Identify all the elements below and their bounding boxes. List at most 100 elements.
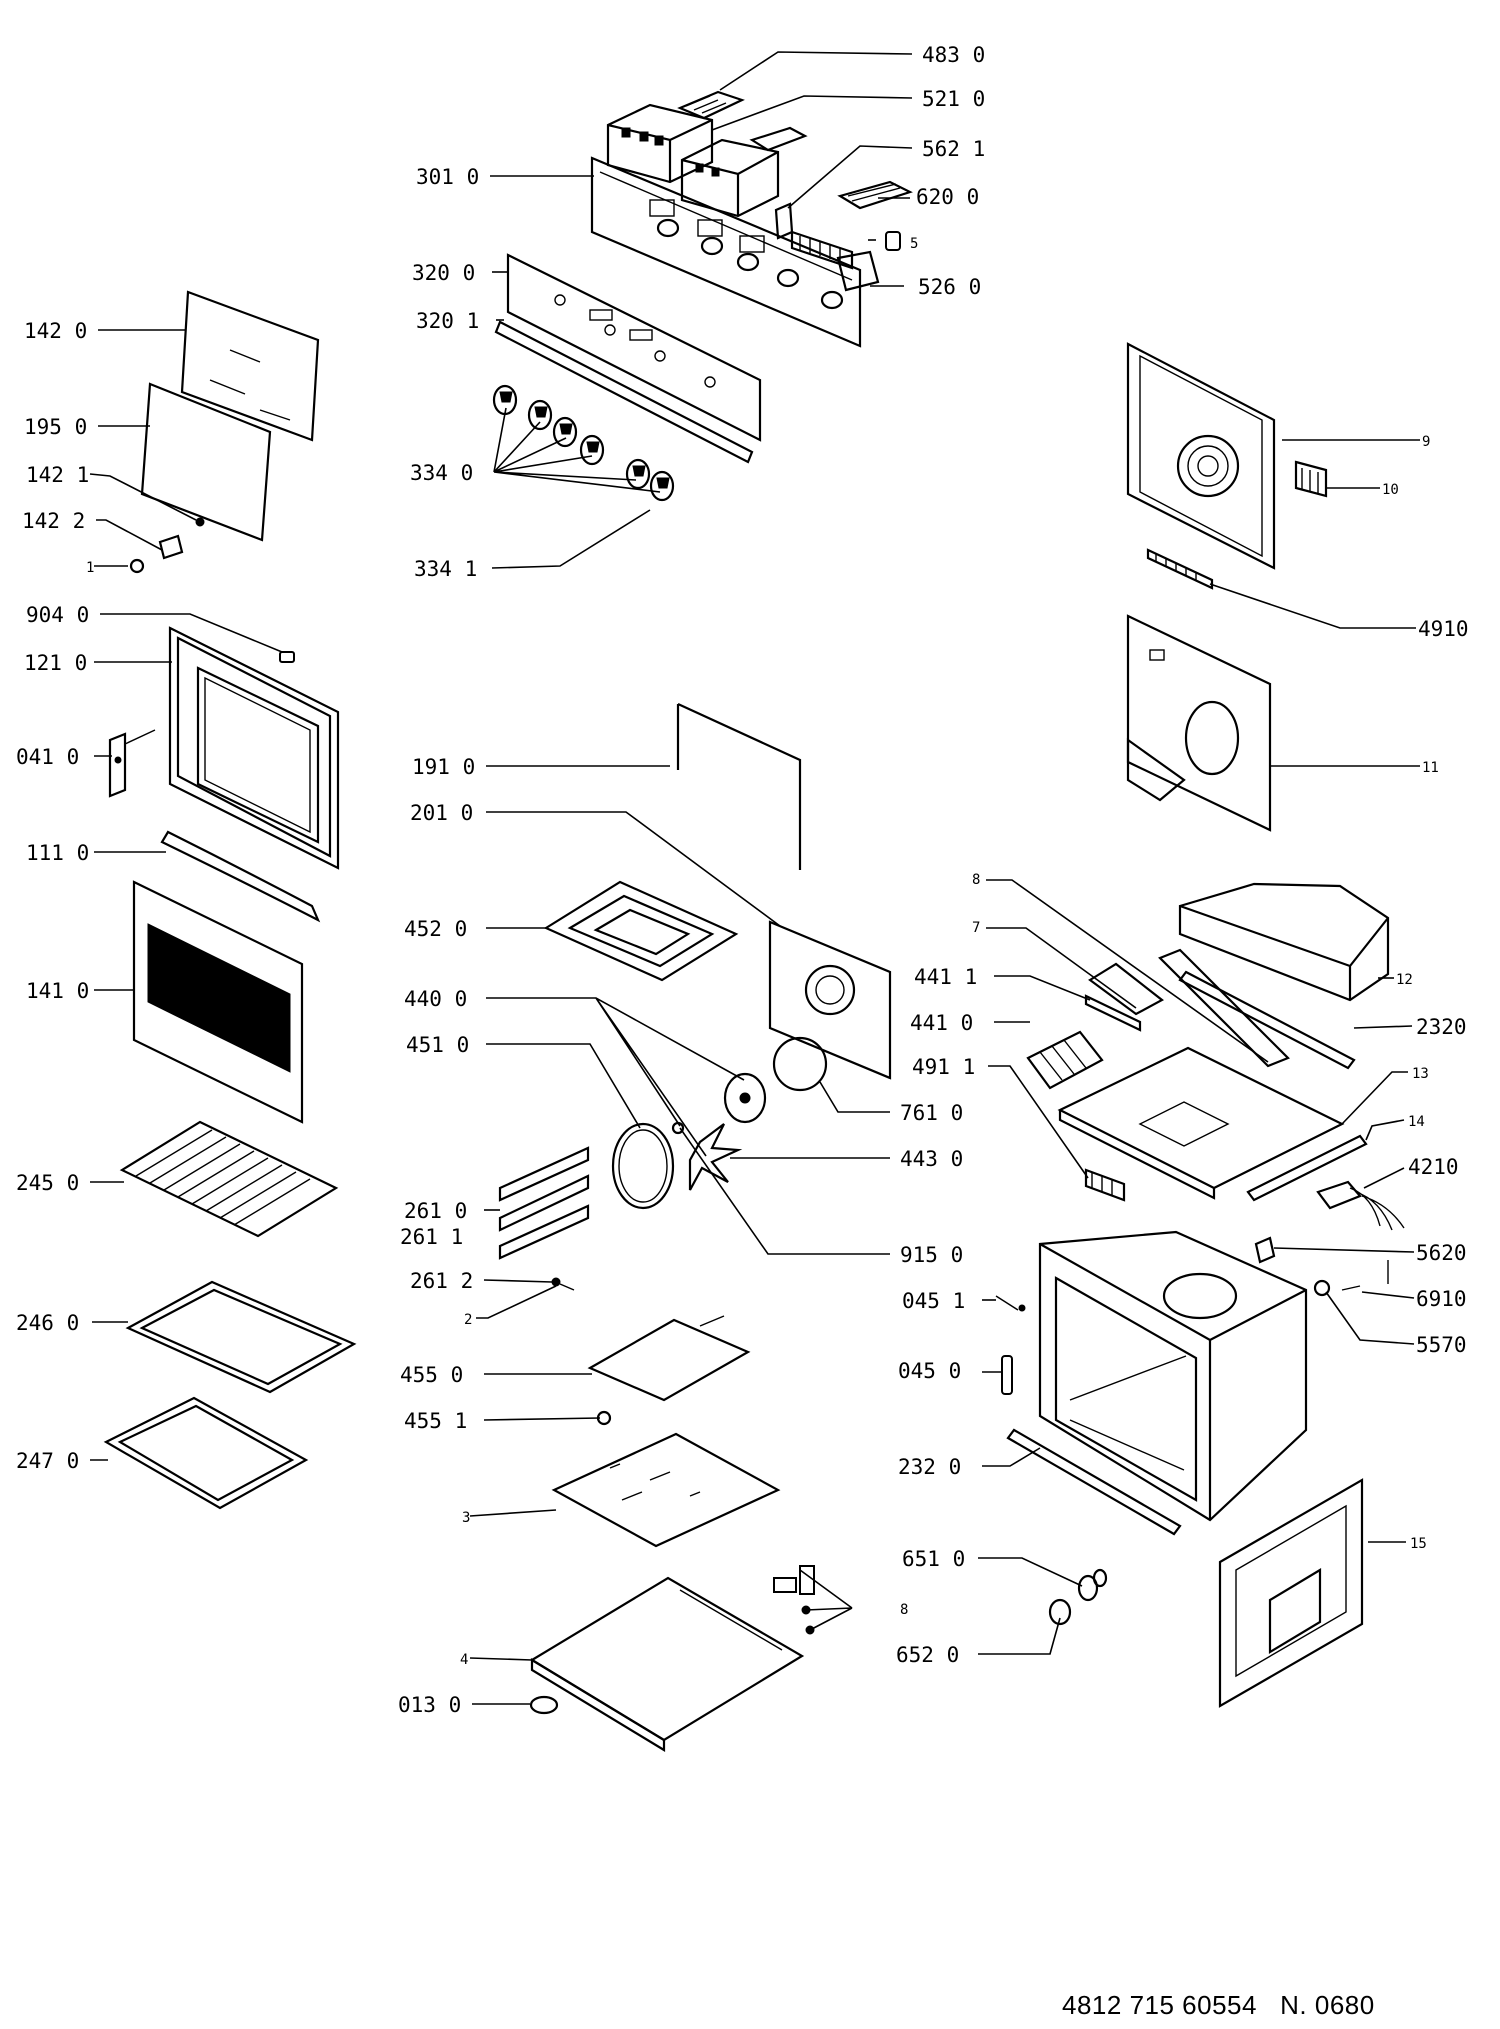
label-2320-right: 2320 [1416, 1015, 1467, 1039]
fan-motor-440 [723, 1072, 767, 1124]
glass-142 [180, 290, 320, 442]
outer-glass-141 [132, 880, 304, 1124]
label-142-0: 142 0 [24, 319, 87, 343]
label-455-1: 455 1 [404, 1409, 467, 1433]
label-7: 7 [972, 920, 980, 936]
fan-housing-12 [1178, 882, 1390, 1002]
label-491-1: 491 1 [912, 1055, 975, 1079]
label-915: 915 0 [900, 1243, 963, 1267]
label-334-0: 334 0 [410, 461, 473, 485]
switch-block-483 [677, 90, 745, 120]
label-4910: 4910 [1418, 617, 1469, 641]
label-652: 652 0 [896, 1643, 959, 1667]
label-13: 13 [1412, 1066, 1429, 1082]
tray-247 [103, 1396, 309, 1510]
label-3: 3 [462, 1510, 470, 1526]
label-441-1: 441 1 [914, 965, 977, 989]
drawing-ref: N. 0680 [1280, 1990, 1375, 2020]
label-195: 195 0 [24, 415, 87, 439]
hinge-clip-142-2 [158, 534, 184, 560]
relay-526 [836, 250, 880, 292]
label-6910: 6910 [1416, 1287, 1467, 1311]
hinge-045-1 [995, 1295, 1026, 1312]
bracket-8 [1158, 948, 1290, 1068]
label-441-0: 441 0 [910, 1011, 973, 1035]
base-panel-4 [529, 1576, 805, 1752]
label-013: 013 0 [398, 1693, 461, 1717]
clip-557 [1313, 1279, 1331, 1297]
fan-cover-761 [772, 1036, 828, 1092]
label-620: 620 0 [916, 185, 979, 209]
terminal-strip [790, 230, 854, 270]
lamp-562 [1254, 1236, 1276, 1264]
motor-441 [1026, 1030, 1104, 1090]
rear-panel-11 [1126, 614, 1272, 832]
pin-691 [1341, 1260, 1389, 1291]
heater-ring-451 [611, 1122, 675, 1210]
label-452: 452 0 [404, 917, 467, 941]
seal-191 [676, 703, 802, 870]
label-443: 443 0 [900, 1147, 963, 1171]
screw-261-2 [551, 1277, 575, 1291]
label-245: 245 0 [16, 1171, 79, 1195]
strip-14 [1246, 1134, 1368, 1202]
label-11: 11 [1422, 760, 1439, 776]
label-8-center: 8 [900, 1602, 908, 1618]
back-cover-9 [1126, 342, 1276, 570]
label-232-0: 232 0 [898, 1455, 961, 1479]
label-041: 041 0 [16, 745, 79, 769]
label-142-1: 142 1 [26, 463, 89, 487]
clip-562 [774, 202, 794, 240]
part-labels: 483 0 521 0 562 1 620 0 5 526 0 301 0 32… [16, 43, 1469, 1717]
panel-320 [506, 253, 762, 442]
screw-142-1 [195, 517, 205, 527]
leader-lines [89, 51, 1420, 1705]
label-191: 191 0 [412, 755, 475, 779]
strip-232 [1178, 970, 1356, 1070]
label-526: 526 0 [918, 275, 981, 299]
control-panel-301 [590, 156, 862, 348]
label-301: 301 0 [416, 165, 479, 189]
pin-045 [1001, 1355, 1013, 1395]
label-14: 14 [1408, 1114, 1425, 1130]
terminal-491-1 [1084, 1168, 1126, 1202]
gasket-195 [140, 382, 272, 542]
oven-cavity [1038, 1230, 1308, 1522]
knobs-334 [492, 384, 675, 502]
label-8-right: 8 [972, 872, 980, 888]
label-246: 246 0 [16, 1311, 79, 1335]
side-panel-15 [1218, 1478, 1364, 1708]
label-651: 651 0 [902, 1547, 965, 1571]
label-9: 9 [1422, 434, 1430, 450]
label-111: 111 0 [26, 841, 89, 865]
connector-10 [1294, 460, 1328, 498]
label-1: 1 [86, 560, 94, 576]
label-2: 2 [464, 1312, 472, 1328]
back-panel-201 [768, 920, 892, 1080]
lamp-cover-652 [1048, 1598, 1072, 1626]
label-5620: 5620 [1416, 1241, 1467, 1265]
label-320-0: 320 0 [412, 261, 475, 285]
rack-245 [119, 1120, 339, 1238]
bolt-904 [279, 651, 295, 663]
label-5: 5 [910, 236, 918, 252]
label-521: 521 0 [922, 87, 985, 111]
label-483: 483 0 [922, 43, 985, 67]
label-121: 121 0 [24, 651, 87, 675]
part-number: 4812 715 60554 [1062, 1990, 1257, 2020]
bottom-element-455 [587, 1315, 751, 1402]
label-5570: 5570 [1416, 1333, 1467, 1357]
label-142-2: 142 2 [22, 509, 85, 533]
label-045-0: 045 0 [898, 1359, 961, 1383]
label-045-1: 045 1 [902, 1289, 965, 1313]
switch-box-right [680, 126, 808, 218]
document-footer: 4812 715 60554 N. 0680 [1062, 1990, 1375, 2021]
label-141: 141 0 [26, 979, 89, 1003]
label-261-0: 261 0 [404, 1199, 467, 1223]
nut-1 [129, 558, 145, 574]
runners-261 [498, 1146, 590, 1260]
fan-blade-443 [688, 1123, 743, 1191]
lamp-651 [1077, 1568, 1108, 1602]
front-strip-232 [1006, 1428, 1182, 1536]
bottom-plate-3 [551, 1432, 781, 1548]
